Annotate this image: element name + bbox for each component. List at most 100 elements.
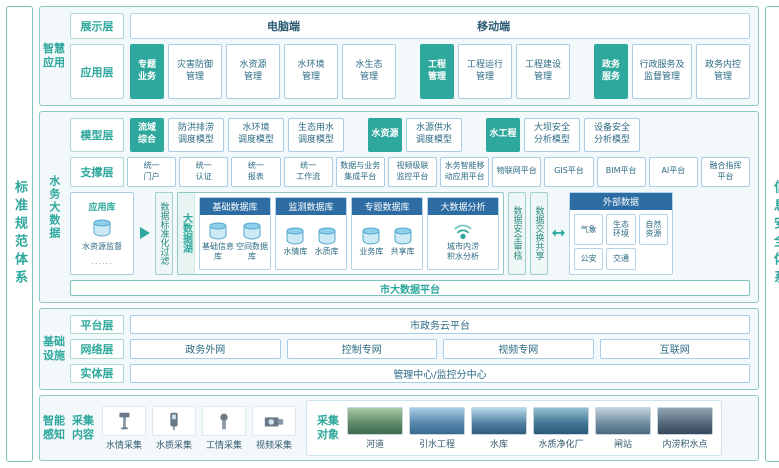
- db-group-thematic: 专题数据库 业务库 共享库: [351, 196, 423, 270]
- support-box: 统一 报表: [231, 156, 281, 187]
- reservoir-photo: [471, 406, 527, 435]
- entity-layer-label: 实体层: [70, 363, 124, 383]
- support-box: 统一 认证: [179, 156, 229, 187]
- collect-object-panel: 采集对象 河道 引水工程 水库 水质净化厂: [306, 400, 722, 456]
- external-cell: 生态 环境: [606, 213, 636, 246]
- database-cylinder-icon: [286, 227, 304, 245]
- app-group-engineering: 工程 管理 工程运行 管理 工程建设 管理: [420, 44, 570, 99]
- app-box: 水环境 管理: [284, 44, 338, 99]
- app-box: 水生态 管理: [342, 44, 396, 99]
- db-item: 共享库: [391, 227, 415, 257]
- collect-item-label: 水情采集: [105, 440, 142, 451]
- app-box: 政务内控 管理: [696, 44, 750, 99]
- engineering-sensor-icon: [220, 413, 228, 429]
- collect-object-label-text: 水质净化厂: [538, 439, 584, 450]
- support-layer-row: 支撑层 统一 门户 统一 认证 统一 报表 统一 工作流 数据与业务 集成平台 …: [70, 156, 751, 187]
- collect-object: 内涝积水点: [657, 406, 713, 450]
- model-group-project: 水工程 大坝安全 分析模型 设备安全 分析模型: [486, 118, 640, 152]
- support-box: 水务智能移 动应用平台: [440, 156, 490, 187]
- external-cell: 气象: [574, 213, 604, 246]
- external-cell: 公安: [574, 248, 604, 270]
- support-box: 物联网平台: [492, 156, 542, 187]
- water-quality-meter-icon: [170, 412, 178, 430]
- collect-item-label: 视频采集: [255, 440, 292, 451]
- data-security-audit-strip: 数据安全审核: [508, 191, 526, 275]
- application-store-caption: 水资源监督: [82, 242, 122, 252]
- db-group-analysis: 大数据分析 城市内涝 积水分析: [427, 196, 499, 270]
- purification-plant-photo: [533, 406, 589, 435]
- app-box: 工程运行 管理: [458, 44, 512, 99]
- collect-content-label: 采集内容: [72, 413, 94, 441]
- video-camera-icon: [264, 416, 284, 426]
- network-box: 控制专网: [286, 339, 437, 359]
- db-group-title: 专题数据库: [352, 197, 422, 215]
- db-item: 业务库: [359, 227, 383, 257]
- collect-object: 水质净化厂: [533, 406, 589, 450]
- db-label: 基础信息库: [202, 242, 234, 261]
- network-layer-label: 网络层: [70, 339, 124, 359]
- display-layer-row: 展示层 电脑端 移动端: [70, 13, 750, 39]
- collect-object-label-text: 河道: [365, 439, 384, 450]
- collect-content-panel: 采集内容 水情采集 水质采集 工情采集 视频采: [70, 400, 296, 456]
- data-lake-panel: 大数据湖 基础数据库 基础信息库: [177, 191, 504, 275]
- exchange-arrow: [552, 192, 565, 275]
- db-item: 水情库: [283, 227, 307, 257]
- db-label: 业务库: [359, 246, 384, 256]
- data-exchange-share-strip: 数据交换共享: [530, 191, 548, 275]
- collect-object: 闸站: [595, 406, 651, 450]
- data-flow-row: 应用库 水资源监督 ...... 数据标准化过滤 大数据湖 基础数据库: [70, 191, 750, 275]
- model-box: 设备安全 分析模型: [584, 118, 640, 152]
- database-cylinder-icon: [362, 227, 380, 245]
- model-group-resource: 水资源 水源供水 调度模型: [368, 118, 462, 152]
- double-arrow-icon: [552, 229, 565, 237]
- display-layer-label: 展示层: [70, 13, 124, 39]
- app-group-head: 专题 业务: [130, 44, 164, 99]
- right-arrow-icon: [139, 227, 150, 240]
- data-standardize-filter-strip: 数据标准化过滤: [155, 191, 173, 275]
- db-group-monitoring: 监测数据库 水情库 水质库: [275, 196, 347, 270]
- city-bigdata-platform-bar: 市大数据平台: [70, 280, 750, 296]
- db-label: 空间数据库: [236, 242, 268, 261]
- standards-system-bar: 标准规范体系: [6, 6, 33, 462]
- government-cloud-bar: 市政务云平台: [130, 315, 750, 335]
- data-lake-tab: 大数据湖: [178, 192, 195, 274]
- collect-object: 河道: [347, 406, 403, 450]
- app-group-head: 政务 服务: [594, 44, 628, 99]
- collect-object: 水库: [471, 406, 527, 450]
- external-cell: 自然 资源: [638, 213, 668, 246]
- application-store-title: 应用库: [88, 203, 116, 214]
- db-group-title: 大数据分析: [428, 197, 498, 215]
- db-group-basic: 基础数据库 基础信息库 空间数据库: [199, 196, 271, 270]
- model-box: 水源供水 调度模型: [406, 118, 462, 152]
- info-security-system-bar: 信息安全体系: [765, 6, 779, 462]
- collect-item-label: 水质采集: [155, 440, 192, 451]
- model-box: 生态用水 调度模型: [288, 118, 344, 152]
- db-item: 基础信息库: [202, 222, 234, 261]
- application-layer-row: 应用层 专题 业务 灾害防御 管理 水资源 管理 水环境 管理 水生态 管理 工…: [70, 44, 750, 99]
- collect-object-label-text: 引水工程: [418, 439, 455, 450]
- database-cylinder-icon: [394, 227, 412, 245]
- external-data-title: 外部数据: [570, 192, 672, 210]
- app-box: 行政服务及 监督管理: [632, 44, 692, 99]
- section-label-infrastructure: 基础设施: [43, 335, 65, 362]
- network-box: 视频专网: [443, 339, 594, 359]
- collect-item-label: 工情采集: [205, 440, 242, 451]
- app-group-head: 工程 管理: [420, 44, 454, 99]
- support-box: GIS平台: [544, 156, 594, 187]
- collect-item: 水情采集: [102, 405, 146, 451]
- section-label-sensing: 智能感知: [43, 414, 65, 441]
- network-box: 政务外网: [130, 339, 281, 359]
- collect-item: 视频采集: [252, 405, 296, 451]
- ellipsis-text: ......: [91, 257, 113, 267]
- display-panel: 电脑端 移动端: [130, 13, 750, 39]
- section-label-smart-apps: 智慧应用: [43, 42, 65, 69]
- model-group-basin: 流域 综合 防洪排涝 调度模型 水环境 调度模型 生态用水 调度模型: [130, 118, 344, 152]
- db-group-title: 基础数据库: [200, 197, 270, 215]
- support-box: 统一 工作流: [283, 156, 333, 187]
- database-cylinder-icon: [243, 222, 261, 240]
- sluice-station-photo: [595, 406, 651, 435]
- water-diversion-photo: [409, 406, 465, 435]
- diagram-main: 智慧应用 展示层 电脑端 移动端 应用层 专题 业务 灾害防御 管理 水资源 管…: [39, 6, 759, 462]
- support-box: 融合指挥 平台: [700, 156, 751, 187]
